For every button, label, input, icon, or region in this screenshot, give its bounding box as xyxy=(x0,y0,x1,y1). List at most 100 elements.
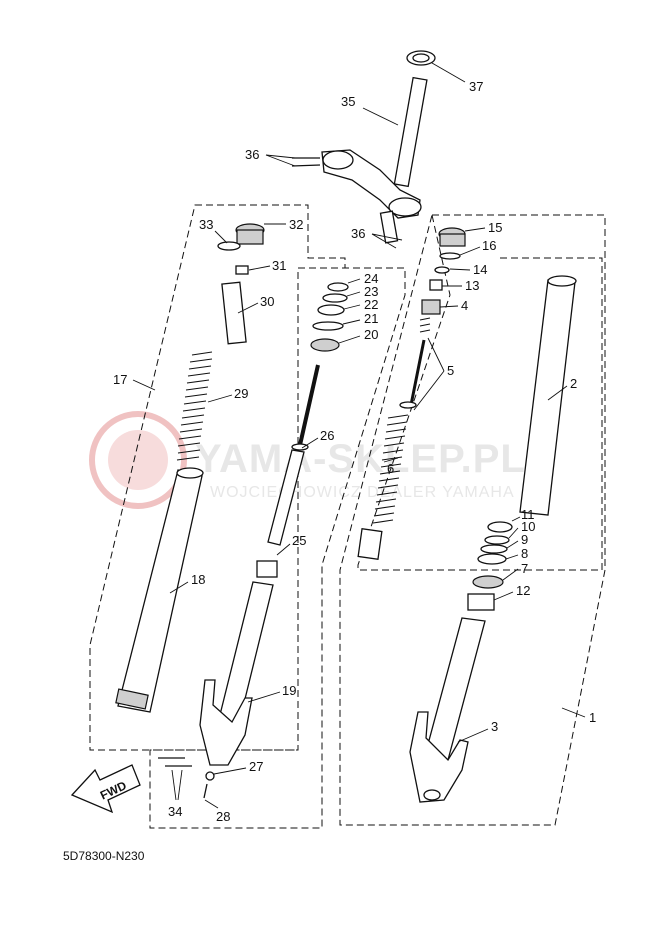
damper-rod-5-base xyxy=(399,401,417,409)
leader-31 xyxy=(248,265,271,271)
callout-numbers: 1 2 3 4 5 6 7 8 9 10 11 12 13 14 15 16 1… xyxy=(113,79,596,824)
callout-24: 24 xyxy=(364,271,378,286)
cap-bolt-32-body xyxy=(236,229,264,245)
leader-2 xyxy=(547,385,568,401)
steering-stem-assembly xyxy=(291,50,436,244)
leader-7 xyxy=(502,568,519,581)
watermark: YAMA-SKLEP.PL WOJCIECHOWICZ DEALER YAMAH… xyxy=(89,411,525,509)
nut-13 xyxy=(429,279,443,291)
bushing-7 xyxy=(472,575,504,589)
leader-12 xyxy=(493,591,514,601)
callout-32: 32 xyxy=(289,217,303,232)
callout-12: 12 xyxy=(516,583,530,598)
lower-bracket-arm xyxy=(379,210,399,244)
washer-10 xyxy=(484,535,510,545)
leader-9 xyxy=(506,540,519,549)
fwd-arrow: FWD xyxy=(70,764,141,814)
watermark-logo-inner xyxy=(108,430,168,490)
callout-17: 17 xyxy=(113,372,127,387)
damper-assembly xyxy=(158,282,349,799)
spacer-25 xyxy=(256,560,278,578)
callout-14: 14 xyxy=(473,262,487,277)
callout-37: 37 xyxy=(469,79,483,94)
leader-16 xyxy=(459,246,481,256)
leader-14 xyxy=(449,268,471,271)
callout-3: 3 xyxy=(491,719,498,734)
nut-31 xyxy=(235,265,249,275)
callout-9: 9 xyxy=(521,532,528,547)
leader-15 xyxy=(464,227,486,232)
leader-36a xyxy=(265,154,296,159)
leader-18 xyxy=(169,581,189,594)
damper-cylinder-26 xyxy=(267,449,305,546)
callout-22: 22 xyxy=(364,297,378,312)
leader-3 xyxy=(457,728,489,743)
washer-24 xyxy=(327,282,349,292)
callout-34: 34 xyxy=(168,804,182,819)
callout-13: 13 xyxy=(465,278,479,293)
left-fork-parts xyxy=(115,223,265,713)
bracket-bolt-2 xyxy=(291,164,321,167)
stem-seal-inner xyxy=(412,53,430,63)
bracket-clamp-right xyxy=(388,197,422,217)
leader-27 xyxy=(213,767,247,775)
bracket-clamp-left xyxy=(322,150,354,170)
leader-36b2 xyxy=(371,233,397,249)
leader-37 xyxy=(431,62,466,83)
callout-23: 23 xyxy=(364,284,378,299)
axle-hole-3 xyxy=(423,789,441,801)
seal-8 xyxy=(477,553,507,565)
leader-22 xyxy=(343,304,361,310)
axle-bracket-3 xyxy=(409,711,469,803)
callout-2: 2 xyxy=(570,376,577,391)
callout-8: 8 xyxy=(521,546,528,561)
leader-34b xyxy=(177,769,183,801)
callout-25: 25 xyxy=(292,533,306,548)
callout-5: 5 xyxy=(447,363,454,378)
callout-7: 7 xyxy=(521,561,528,576)
steering-stem xyxy=(393,76,428,188)
leader-36b xyxy=(371,233,403,241)
leader-25 xyxy=(276,543,291,556)
leader-24 xyxy=(347,278,361,284)
spacer-30 xyxy=(221,281,247,345)
leader-11 xyxy=(511,516,521,522)
leader-5b xyxy=(413,370,445,411)
leader-30 xyxy=(237,302,259,314)
leader-6 xyxy=(383,457,399,463)
diagram-part-code: 5D78300-N230 xyxy=(63,849,145,863)
right-fork-parts xyxy=(357,227,577,803)
damper-spring-5 xyxy=(419,317,431,333)
callout-36-upper: 36 xyxy=(245,147,259,162)
fwd-arrow-shape xyxy=(70,764,141,814)
outer-tube-2-top xyxy=(547,275,577,287)
outer-tube-18-top xyxy=(176,467,204,479)
outer-tube-18-bottom-band xyxy=(115,688,149,710)
callout-26: 26 xyxy=(320,428,334,443)
callout-29: 29 xyxy=(234,386,248,401)
callout-30: 30 xyxy=(260,294,274,309)
leader-8 xyxy=(505,554,519,560)
spring-29 xyxy=(176,351,213,461)
spring-6 xyxy=(372,414,409,524)
spacer-6-base xyxy=(357,528,383,560)
leader-23 xyxy=(346,291,361,297)
callout-15: 15 xyxy=(488,220,502,235)
leader-33 xyxy=(214,230,228,244)
leader-29 xyxy=(207,394,233,403)
callout-leaders xyxy=(132,62,586,809)
group-outlines xyxy=(89,204,606,829)
leader-35 xyxy=(362,107,399,126)
leader-4 xyxy=(439,305,459,308)
seal-11 xyxy=(487,521,513,533)
callout-18: 18 xyxy=(191,572,205,587)
watermark-logo xyxy=(89,411,187,509)
spring-group-outline xyxy=(357,214,603,571)
outer-tube-2 xyxy=(519,279,576,516)
callout-36-lower: 36 xyxy=(351,226,365,241)
damper-rod-5 xyxy=(409,339,426,406)
callout-19: 19 xyxy=(282,683,296,698)
watermark-subtitle: WOJCIECHOWICZ DEALER YAMAHA xyxy=(210,484,515,501)
damper-rod-26 xyxy=(298,364,320,446)
leader-20 xyxy=(338,335,361,344)
